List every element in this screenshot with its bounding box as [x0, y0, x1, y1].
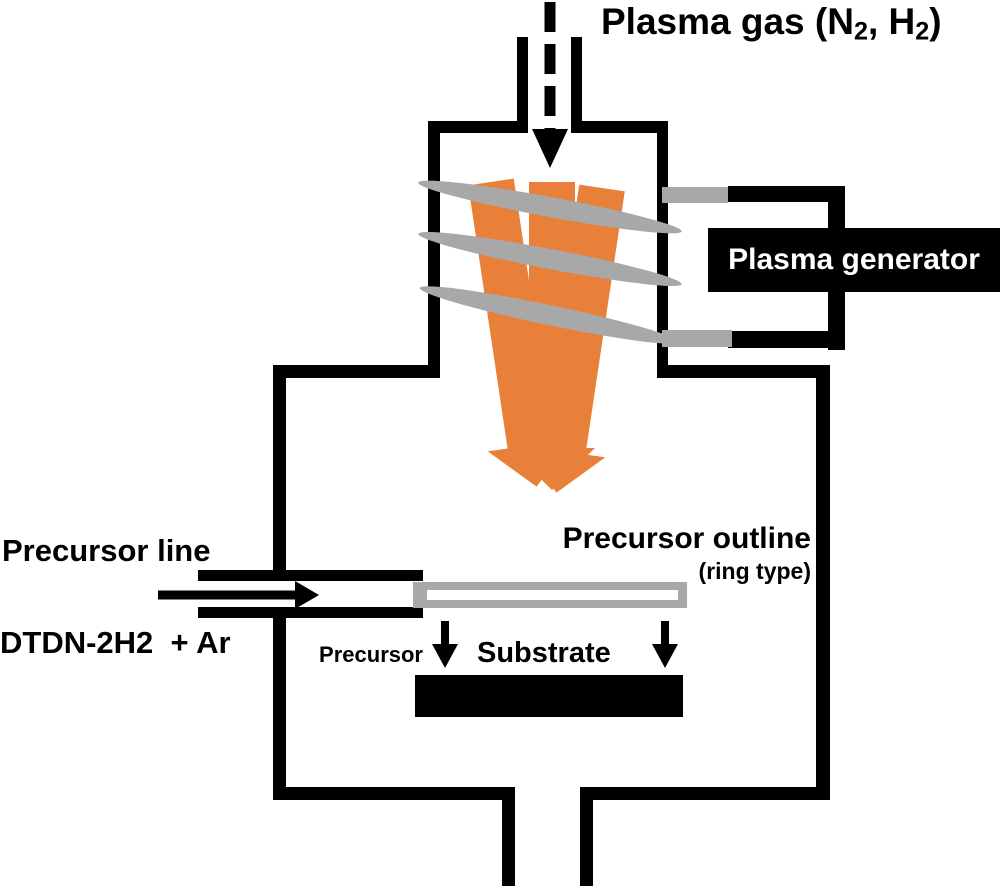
- plasma-gas-flow-arrow: [532, 2, 568, 168]
- precursor-source-label: DTDN-2H2 + Ar: [0, 625, 231, 660]
- plasma-gas-sub1: 2: [853, 17, 868, 46]
- precursor-down-arrow-right: [652, 621, 678, 668]
- precursor-outline-label: Precursor outline: [562, 522, 811, 555]
- plasma-generator-label: Plasma generator: [728, 243, 980, 276]
- precursor-down-arrow-left: [432, 621, 458, 668]
- precursor-line-label: Precursor line: [2, 533, 211, 568]
- coil-lead-top: [662, 187, 728, 203]
- lower-chamber: [273, 365, 830, 800]
- precursor-ring: [413, 582, 687, 608]
- ring-type-label: (ring type): [698, 558, 811, 584]
- induction-coil: [418, 180, 732, 347]
- plasma-gas-label-text3: ): [929, 1, 942, 42]
- plasma-generator-box: Plasma generator: [708, 228, 1000, 292]
- precursor-label: Precursor: [319, 642, 423, 667]
- plasma-gas-label: Plasma gas (N2, H2): [601, 1, 942, 46]
- substrate-label: Substrate: [477, 637, 611, 669]
- exhaust-port: [502, 787, 593, 886]
- plasma-gas-label-text2: , H: [867, 1, 916, 42]
- substrate-stage: [415, 675, 683, 717]
- coil-lead-bottom: [662, 330, 732, 347]
- precursor-flow-arrow: [158, 581, 319, 609]
- plasma-gas-sub2: 2: [915, 17, 930, 46]
- plasma-gas-label-text: Plasma gas (N: [601, 1, 854, 42]
